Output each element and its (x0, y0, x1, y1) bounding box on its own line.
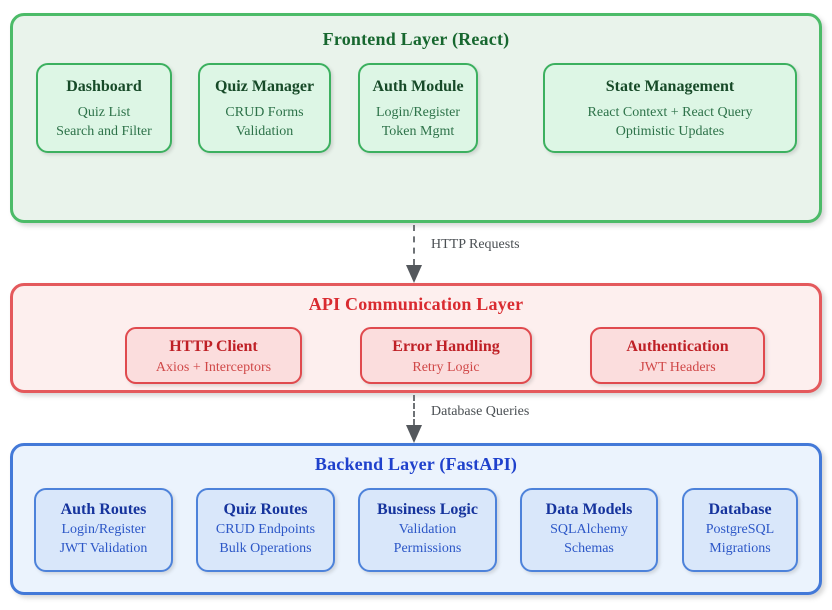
node-auth-routes-line: Login/Register (61, 522, 146, 537)
node-data-models-title: Data Models (545, 501, 633, 518)
node-dashboard-line: Quiz List (77, 105, 131, 120)
node-dashboard-title: Dashboard (66, 78, 142, 95)
node-quiz-routes-title: Quiz Routes (223, 501, 308, 518)
node-auth-module-line: Login/Register (376, 105, 460, 120)
node-authentication-line: JWT Headers (639, 360, 716, 375)
arrow-label-database-queries: Database Queries (431, 404, 530, 419)
backend-layer-title: Backend Layer (FastAPI) (314, 454, 518, 474)
node-error-handling-title: Error Handling (392, 338, 500, 355)
node-error-handling: Error Handling Retry Logic (360, 327, 532, 384)
frontend-layer-title: Frontend Layer (React) (322, 29, 510, 49)
node-quiz-routes-line: Bulk Operations (219, 541, 312, 556)
node-data-models: Data Models SQLAlchemy Schemas (520, 488, 658, 572)
node-auth-routes-title: Auth Routes (60, 501, 147, 518)
backend-layer-container: Backend Layer (FastAPI) Auth Routes Logi… (10, 443, 822, 595)
node-quiz-manager-line: CRUD Forms (225, 105, 304, 120)
frontend-layer-container: Frontend Layer (React) Dashboard Quiz Li… (10, 13, 822, 223)
node-auth-module-line: Token Mgmt (381, 124, 455, 139)
api-layer-container: API Communication Layer HTTP Client Axio… (10, 283, 822, 393)
node-data-models-line: Schemas (564, 541, 614, 556)
node-auth-module: Auth Module Login/Register Token Mgmt (358, 63, 478, 153)
node-authentication-title: Authentication (626, 338, 729, 355)
node-auth-module-title: Auth Module (372, 78, 464, 95)
node-state-management-line: React Context + React Query (587, 105, 753, 120)
node-dashboard: Dashboard Quiz List Search and Filter (36, 63, 172, 153)
arrow-label-http-requests: HTTP Requests (431, 237, 520, 252)
node-dashboard-line: Search and Filter (56, 124, 152, 139)
node-authentication: Authentication JWT Headers (590, 327, 765, 384)
node-database-title: Database (708, 501, 772, 518)
node-http-client: HTTP Client Axios + Interceptors (125, 327, 302, 384)
node-quiz-routes-line: CRUD Endpoints (215, 522, 316, 537)
node-quiz-manager-title: Quiz Manager (214, 78, 315, 95)
node-quiz-manager: Quiz Manager CRUD Forms Validation (198, 63, 331, 153)
node-business-logic-title: Business Logic (377, 501, 478, 518)
node-error-handling-line: Retry Logic (412, 360, 480, 375)
node-quiz-manager-line: Validation (235, 124, 294, 139)
node-quiz-routes: Quiz Routes CRUD Endpoints Bulk Operatio… (196, 488, 335, 572)
node-business-logic-line: Validation (398, 522, 457, 537)
node-business-logic: Business Logic Validation Permissions (358, 488, 497, 572)
node-auth-routes: Auth Routes Login/Register JWT Validatio… (34, 488, 173, 572)
node-http-client-title: HTTP Client (169, 338, 258, 355)
arrow-dashed-line-db (413, 395, 415, 425)
node-database: Database PostgreSQL Migrations (682, 488, 798, 572)
arrow-head-db (406, 425, 422, 443)
arrow-dashed-line-http (413, 225, 415, 265)
arrow-head-http (406, 265, 422, 283)
node-state-management-title: State Management (605, 78, 735, 95)
node-auth-routes-line: JWT Validation (59, 541, 148, 556)
node-database-line: PostgreSQL (705, 522, 775, 537)
node-state-management-line: Optimistic Updates (615, 124, 725, 139)
node-database-line: Migrations (709, 541, 771, 556)
node-data-models-line: SQLAlchemy (550, 522, 628, 537)
api-layer-title: API Communication Layer (308, 294, 524, 314)
node-state-management: State Management React Context + React Q… (543, 63, 797, 153)
node-http-client-line: Axios + Interceptors (155, 360, 272, 375)
node-business-logic-line: Permissions (393, 541, 462, 556)
